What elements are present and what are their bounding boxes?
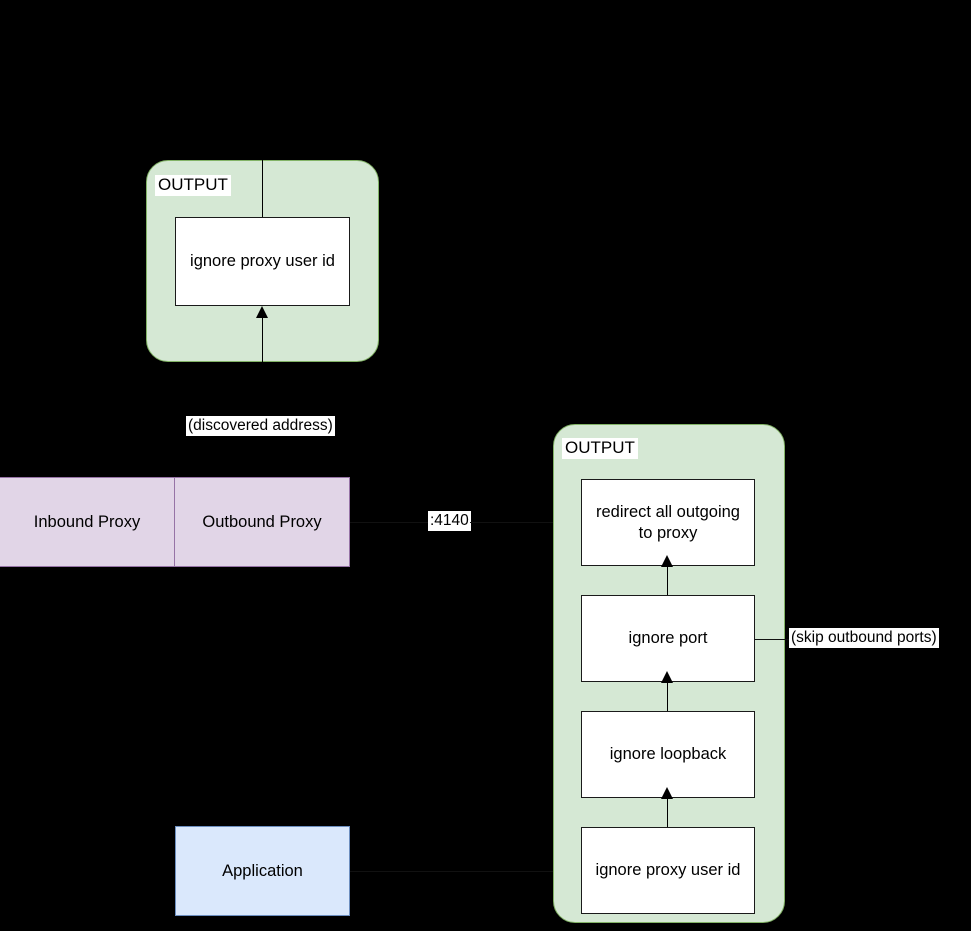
outbound-rule-ignore-proxy-user-id: ignore proxy user id [581,827,755,914]
outbound-proxy-label: Outbound Proxy [202,512,322,531]
outbound-chain-name-label: OUTPUT [562,438,638,459]
application-to-outbound-chain-line [350,871,569,872]
outbound-arrow-userid-to-loopback-head [661,787,673,799]
application-box: Application [175,826,350,916]
outbound-rule-ignore-port-label: ignore port [628,629,708,648]
outbound-arrow-port-to-redirect-head [661,555,673,567]
inbound-chain-inflow-line [262,318,263,478]
outbound-proxy-box: Outbound Proxy [174,477,350,567]
inbound-proxy-box: Inbound Proxy [0,477,175,567]
skip-outbound-ports-connector [755,639,790,640]
discovered-address-label: (discovered address) [186,416,335,436]
inbound-proxy-label: Inbound Proxy [33,512,141,531]
inbound-chain-name-label: OUTPUT [155,175,231,196]
inbound-rule-label: ignore proxy user id [190,252,335,271]
outbound-rule-redirect-all-outgoing: redirect all outgoing to proxy [581,479,755,566]
outbound-rule-ignore-loopback-label: ignore loopback [609,745,727,764]
inbound-chain-inflow-arrowhead [256,306,268,318]
inbound-chain-top-connector [262,160,263,218]
outbound-rule-ignore-port: ignore port [581,595,755,682]
outbound-proxy-port-connector [350,522,430,523]
application-label: Application [222,861,303,880]
proxy-port-label: :4140 [428,511,471,531]
inbound-rule-ignore-proxy-user-id: ignore proxy user id [175,217,350,306]
proxy-port-to-redirect-connector [470,522,581,523]
outbound-rule-redirect-label: redirect all outgoing to proxy [595,502,740,542]
outbound-arrow-loopback-to-port-line [667,682,668,711]
outbound-rule-ignore-proxy-user-id-label: ignore proxy user id [595,861,741,880]
outbound-arrow-loopback-to-port-head [661,671,673,683]
outbound-arrow-port-to-redirect-line [667,566,668,595]
skip-outbound-ports-label: (skip outbound ports) [789,628,939,648]
outbound-arrow-userid-to-loopback-line [667,798,668,827]
outbound-rule-ignore-loopback: ignore loopback [581,711,755,798]
